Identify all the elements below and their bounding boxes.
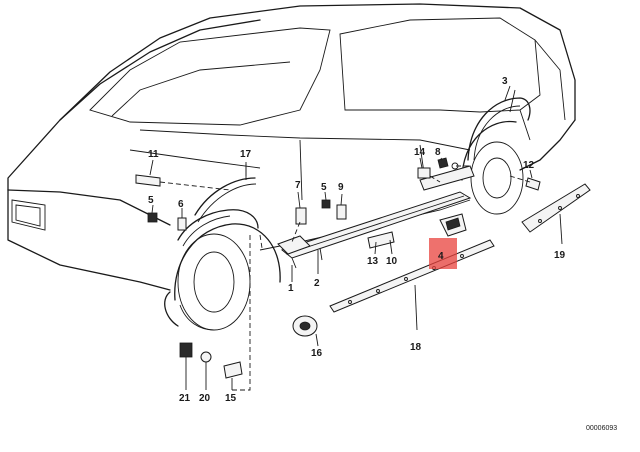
label-2: 2 [314,278,320,289]
label-5a: 5 [321,182,327,193]
part-labels: 11 17 7 5 9 14 8 3 12 5 6 1 2 13 10 4 19… [148,76,617,432]
label-13: 13 [367,256,379,267]
label-8: 8 [435,147,441,158]
label-6: 6 [178,199,184,210]
label-1: 1 [288,283,294,294]
label-16: 16 [311,348,323,359]
label-14: 14 [414,147,426,158]
highlighted-clip-4 [439,213,467,237]
label-15: 15 [225,393,237,404]
label-12: 12 [523,160,535,171]
front-wheel-arch-trim [177,162,259,247]
label-7: 7 [295,180,301,191]
rear-trim-piece [521,183,591,245]
label-11: 11 [148,149,159,160]
label-3: 3 [502,76,508,87]
label-18: 18 [410,342,422,353]
label-9: 9 [338,182,344,193]
mounting-strip [329,239,495,331]
assembly-lines [159,165,531,391]
label-5b: 5 [148,195,154,206]
label-10: 10 [386,256,398,267]
leader-lines [149,85,533,390]
label-17: 17 [240,149,252,160]
reference-code: 00006093 [586,425,617,432]
label-19: 19 [554,250,566,261]
label-21: 21 [179,393,191,404]
side-sill-trim [277,165,475,269]
label-20: 20 [199,393,211,404]
highlight-box [429,238,457,269]
front-wheel [164,223,281,331]
fasteners [135,157,541,379]
label-4: 4 [438,251,444,262]
rear-wheel-arch-trim [467,89,531,161]
